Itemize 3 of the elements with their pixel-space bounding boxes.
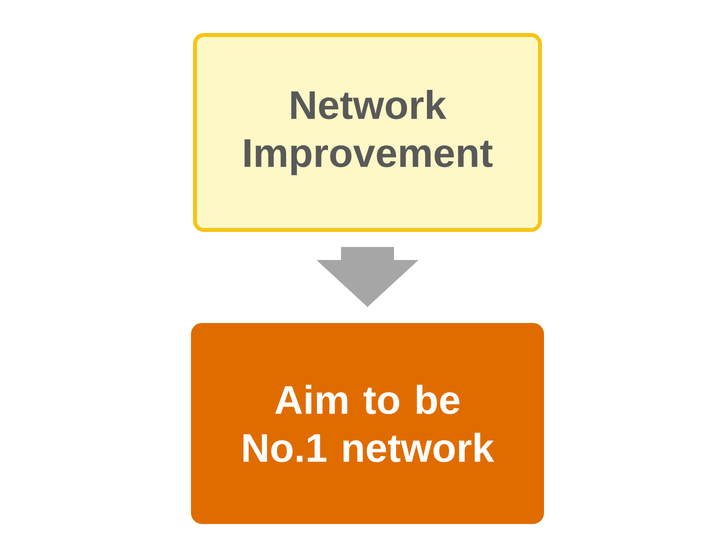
process-box: Network Improvement (193, 33, 542, 232)
block-arrow (316, 246, 418, 307)
goal-box: Aim to be No.1 network (191, 322, 544, 524)
